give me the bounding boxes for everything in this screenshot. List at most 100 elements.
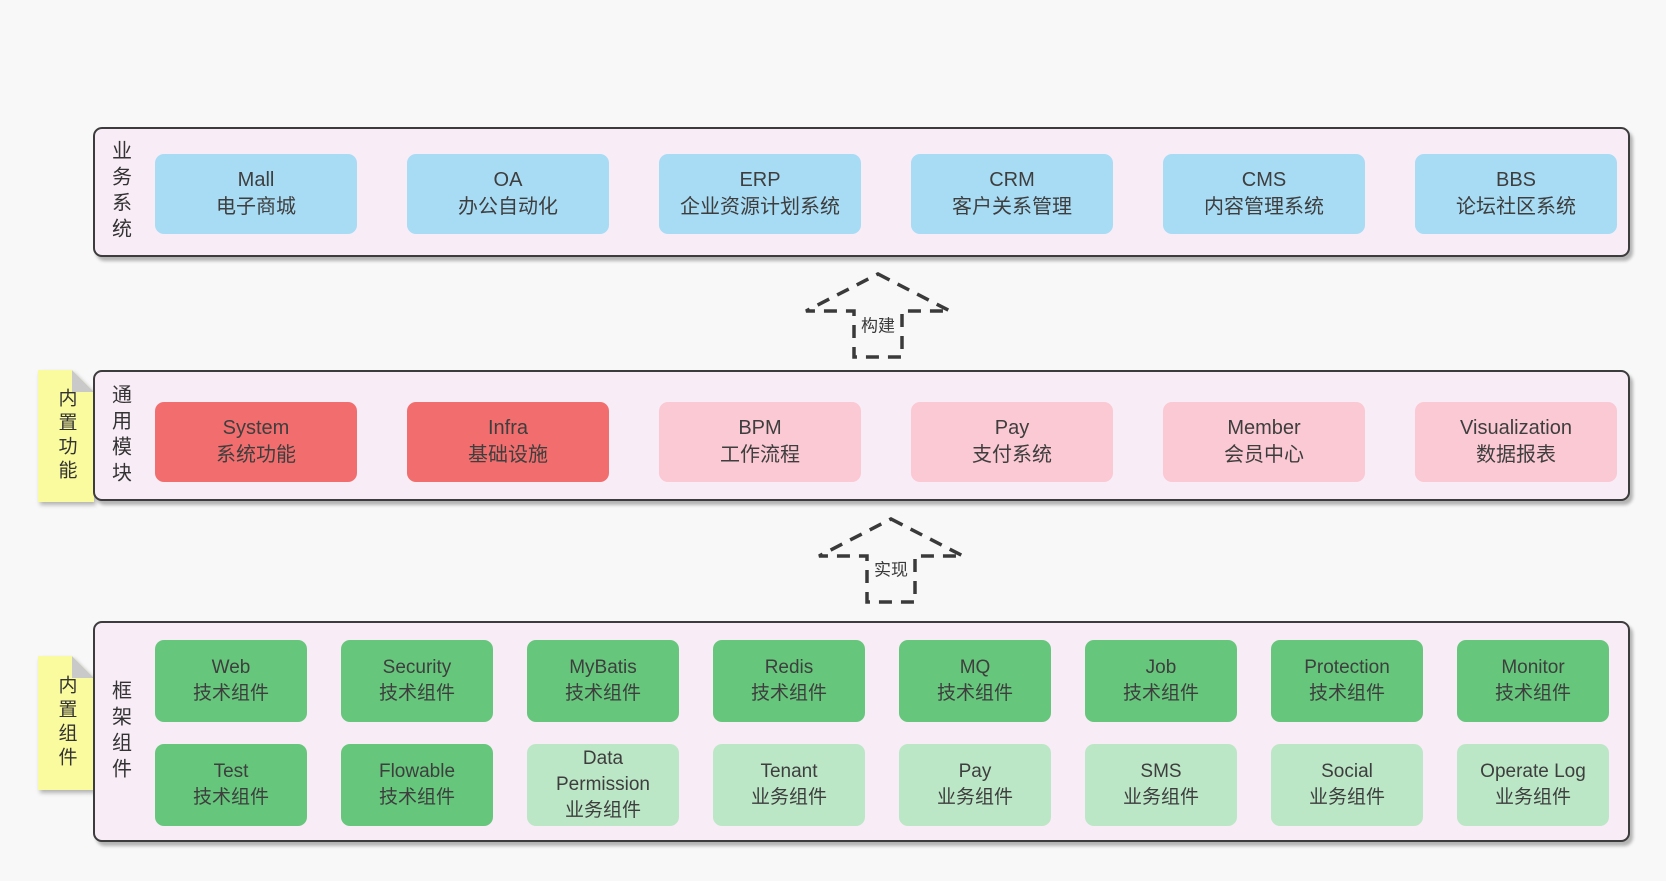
box-oa: OA 办公自动化 bbox=[407, 154, 609, 234]
box-title: Security bbox=[382, 657, 452, 678]
section-business-systems: 业务系统 Mall 电子商城 OA 办公自动化 ERP 企业资源计划系统 CRM 客户关系管理… bbox=[93, 127, 1630, 257]
box-crm: CRM 客户关系管理 bbox=[911, 154, 1113, 234]
box-title: System bbox=[222, 417, 290, 439]
box-subtitle: 业务组件 bbox=[564, 800, 641, 821]
arrow-up-build-icon bbox=[805, 272, 951, 359]
sticky-note-builtin-components: 内置组件 bbox=[38, 656, 94, 790]
box-mybatis: MyBatis 技术组件 bbox=[527, 640, 679, 722]
section-label: 业务系统 bbox=[108, 140, 131, 244]
box-subtitle: 技术组件 bbox=[378, 787, 455, 808]
box-monitor: Monitor 技术组件 bbox=[1457, 640, 1609, 722]
box-subtitle: 论坛社区系统 bbox=[1456, 196, 1576, 218]
box-title: Monitor bbox=[1501, 657, 1565, 678]
box-tenant: Tenant 业务组件 bbox=[713, 744, 865, 826]
arrow-label-implement: 实现 bbox=[871, 554, 911, 582]
box-title: Redis bbox=[764, 657, 814, 678]
section-label: 通用模块 bbox=[108, 383, 131, 488]
box-visualization: Visualization 数据报表 bbox=[1415, 402, 1617, 482]
box-subtitle: 业务组件 bbox=[750, 787, 827, 808]
box-subtitle: 内容管理系统 bbox=[1204, 196, 1324, 218]
box-redis: Redis 技术组件 bbox=[713, 640, 865, 722]
box-subtitle: 技术组件 bbox=[1494, 683, 1571, 704]
box-subtitle: 客户关系管理 bbox=[952, 196, 1072, 218]
box-title: Pay bbox=[958, 761, 992, 782]
box-pay: Pay 支付系统 bbox=[911, 402, 1113, 482]
box-title: Pay bbox=[994, 417, 1030, 439]
box-subtitle: 办公自动化 bbox=[458, 196, 558, 218]
box-erp: ERP 企业资源计划系统 bbox=[659, 154, 861, 234]
box-sms: SMS 业务组件 bbox=[1085, 744, 1237, 826]
box-subtitle: 业务组件 bbox=[1122, 787, 1199, 808]
box-protection: Protection 技术组件 bbox=[1271, 640, 1423, 722]
box-subtitle: 技术组件 bbox=[378, 683, 455, 704]
box-data-permission: Data Permission 业务组件 bbox=[527, 744, 679, 826]
folded-corner-icon bbox=[72, 370, 94, 392]
box-subtitle: 技术组件 bbox=[750, 683, 827, 704]
box-mall: Mall 电子商城 bbox=[155, 154, 357, 234]
folded-corner-icon bbox=[72, 656, 94, 678]
box-subtitle: 支付系统 bbox=[972, 444, 1052, 466]
box-subtitle: 技术组件 bbox=[564, 683, 641, 704]
box-title: Operate Log bbox=[1480, 761, 1586, 782]
box-title: SMS bbox=[1140, 761, 1182, 782]
sticky-note-builtin-features: 内置功能 bbox=[38, 370, 94, 502]
section-label: 框架组件 bbox=[108, 679, 131, 784]
box-test: Test 技术组件 bbox=[155, 744, 307, 826]
box-subtitle: 业务组件 bbox=[936, 787, 1013, 808]
box-title: Flowable bbox=[378, 761, 456, 782]
box-title: CMS bbox=[1241, 169, 1287, 191]
box-subtitle: 技术组件 bbox=[936, 683, 1013, 704]
box-title: Mall bbox=[237, 169, 275, 191]
box-infra: Infra 基础设施 bbox=[407, 402, 609, 482]
sticky-note-label: 内置功能 bbox=[55, 388, 77, 484]
box-title: Social bbox=[1321, 761, 1373, 782]
arrow-label-build: 构建 bbox=[858, 310, 898, 338]
box-title: OA bbox=[493, 169, 523, 191]
box-title: Tenant bbox=[760, 761, 818, 782]
box-title: Web bbox=[211, 657, 251, 678]
box-subtitle: 会员中心 bbox=[1224, 444, 1304, 466]
box-title: Visualization bbox=[1460, 417, 1572, 439]
box-title: Job bbox=[1145, 657, 1177, 678]
box-mq: MQ 技术组件 bbox=[899, 640, 1051, 722]
box-subtitle: 系统功能 bbox=[216, 444, 296, 466]
box-title: CRM bbox=[989, 169, 1035, 191]
section-common-modules: 通用模块 System 系统功能 Infra 基础设施 BPM 工作流程 Pay 支付系统 Me… bbox=[93, 370, 1630, 501]
box-title: BPM bbox=[738, 417, 782, 439]
arrow-up-implement-icon bbox=[818, 517, 964, 604]
box-title: Data Permission bbox=[556, 748, 650, 795]
box-subtitle: 技术组件 bbox=[192, 683, 269, 704]
box-member: Member 会员中心 bbox=[1163, 402, 1365, 482]
box-title: ERP bbox=[739, 169, 781, 191]
box-subtitle: 工作流程 bbox=[720, 444, 800, 466]
box-subtitle: 技术组件 bbox=[1308, 683, 1385, 704]
box-title: BBS bbox=[1495, 169, 1537, 191]
box-title: MQ bbox=[959, 657, 991, 678]
box-security: Security 技术组件 bbox=[341, 640, 493, 722]
box-pay: Pay 业务组件 bbox=[899, 744, 1051, 826]
box-bpm: BPM 工作流程 bbox=[659, 402, 861, 482]
box-subtitle: 企业资源计划系统 bbox=[680, 196, 840, 218]
box-title: Member bbox=[1227, 417, 1301, 439]
box-subtitle: 技术组件 bbox=[192, 787, 269, 808]
box-subtitle: 业务组件 bbox=[1494, 787, 1571, 808]
box-subtitle: 数据报表 bbox=[1476, 444, 1556, 466]
box-flowable: Flowable 技术组件 bbox=[341, 744, 493, 826]
box-title: Protection bbox=[1304, 657, 1390, 678]
box-system: System 系统功能 bbox=[155, 402, 357, 482]
box-title: Test bbox=[213, 761, 249, 782]
box-cms: CMS 内容管理系统 bbox=[1163, 154, 1365, 234]
box-subtitle: 电子商城 bbox=[216, 196, 296, 218]
box-title: Infra bbox=[487, 417, 529, 439]
box-web: Web 技术组件 bbox=[155, 640, 307, 722]
sticky-note-label: 内置组件 bbox=[55, 675, 77, 771]
box-operate-log: Operate Log 业务组件 bbox=[1457, 744, 1609, 826]
box-subtitle: 基础设施 bbox=[468, 444, 548, 466]
box-bbs: BBS 论坛社区系统 bbox=[1415, 154, 1617, 234]
box-job: Job 技术组件 bbox=[1085, 640, 1237, 722]
box-subtitle: 技术组件 bbox=[1122, 683, 1199, 704]
box-title: MyBatis bbox=[569, 657, 637, 678]
